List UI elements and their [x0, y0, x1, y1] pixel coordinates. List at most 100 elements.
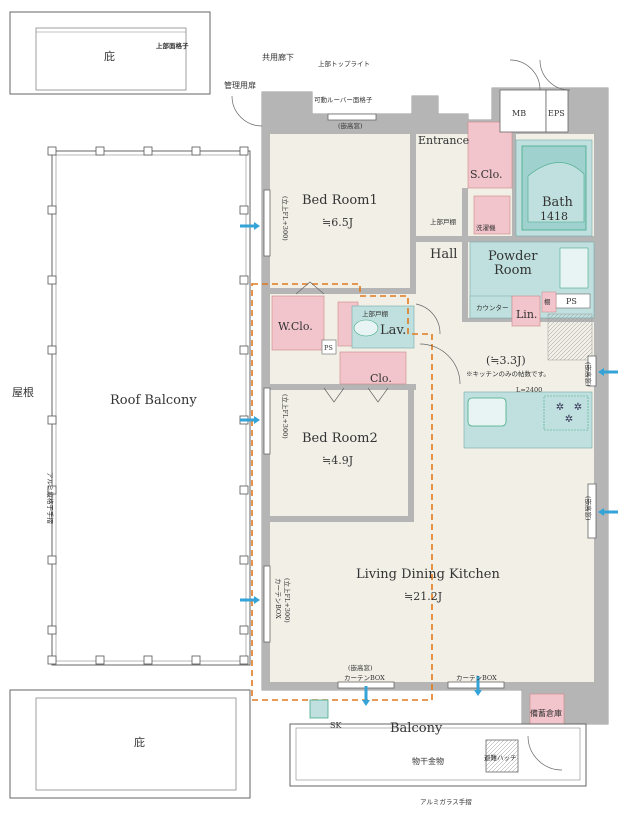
- label-admin-door: 管理用扉: [224, 80, 256, 90]
- windows: [263, 113, 597, 689]
- label-bath-size: 1418: [540, 210, 568, 223]
- label-stockpile: 備蓄倉庫: [530, 708, 562, 718]
- railing-post: [239, 205, 249, 215]
- roof-balcony-railing: [47, 146, 251, 666]
- label-entrance: Entrance: [418, 134, 469, 147]
- label-powder-room: Room: [494, 263, 532, 278]
- label-balcony: Balcony: [390, 721, 443, 736]
- escape-hatch: [485, 739, 519, 773]
- label-mb: MB: [512, 109, 526, 118]
- label-washer: 洗濯機: [476, 223, 496, 232]
- linen-closet: [511, 295, 541, 327]
- railing-post: [47, 555, 57, 565]
- label-roof: 屋根: [12, 385, 34, 399]
- railing-post: [143, 146, 153, 156]
- label-clerestory-right1: (嵌高窓): [584, 362, 593, 387]
- stove-icon: ✲ ✲ ✲: [543, 395, 589, 431]
- s-clo-room: [467, 121, 513, 189]
- label-counter: カウンター: [476, 303, 509, 312]
- label-ps1: PS: [566, 297, 577, 306]
- label-louver: 可動ルーバー面格子: [314, 95, 373, 104]
- railing-post: [191, 655, 201, 665]
- label-ps2: PS: [324, 344, 333, 352]
- label-clerestory-right2: (嵌高窓): [584, 496, 593, 521]
- label-l2400: L=2400: [516, 386, 542, 394]
- airflow-arrow-icon: [240, 596, 260, 604]
- label-eaves-top: 庇: [104, 49, 115, 63]
- ventilation-arrows: [240, 222, 618, 706]
- railing-post: [239, 146, 249, 156]
- railing-post: [239, 655, 249, 665]
- railing-post: [47, 146, 57, 156]
- label-bedroom1-window: (立上FL+300): [281, 196, 290, 241]
- label-kitchen-area: (≒3.3J): [486, 354, 526, 367]
- service-sink-icon: [309, 699, 329, 719]
- label-bedroom1-area: ≒6.5J: [322, 216, 353, 229]
- airflow-arrow-icon: [240, 222, 260, 230]
- eaves-bottom: [9, 689, 251, 799]
- label-top-light: 上部トップライト: [318, 59, 370, 68]
- washbasin-icon: [353, 319, 379, 337]
- airflow-arrow-icon: [598, 508, 618, 516]
- railing-post: [239, 345, 249, 355]
- railing-post: [239, 275, 249, 285]
- label-aluminum-glass: アルミガラス手摺: [420, 797, 472, 806]
- airflow-arrow-icon: [240, 416, 260, 424]
- railing-post: [95, 655, 105, 665]
- label-clerestory-bottom: (嵌高窓): [348, 663, 373, 672]
- label-aluminum-railing: アルミ縦格子手摺: [46, 472, 55, 524]
- doors: [231, 59, 571, 771]
- label-upper-cabinet1: 上部戸棚: [430, 217, 457, 226]
- label-curtain-box-right: カーテンBOX: [456, 674, 497, 682]
- label-bath: Bath: [542, 195, 574, 210]
- label-powder: Powder: [488, 249, 538, 264]
- label-kitchen-note: ※キッチンのみの帖数です。: [466, 369, 550, 378]
- railing-post: [47, 275, 57, 285]
- label-curtain-box-mid: カーテンBOX: [344, 674, 385, 682]
- railing-post: [95, 146, 105, 156]
- closet: [339, 351, 407, 385]
- airflow-arrow-icon: [598, 368, 618, 376]
- railing-post: [239, 555, 249, 565]
- label-s-clo: S.Clo.: [470, 168, 503, 181]
- label-escape-hatch: 避難ハッチ: [484, 753, 517, 762]
- railing-post: [47, 485, 57, 495]
- label-ldk-window: (立上FL+300): [283, 578, 292, 623]
- label-upper-cabinet2: 上部戸棚: [362, 309, 389, 318]
- railing-post: [47, 415, 57, 425]
- kitchen-sink-icon: [467, 397, 507, 427]
- svg-text:✲: ✲: [556, 402, 564, 413]
- label-eaves-bottom: 庇: [134, 735, 145, 749]
- walk-in-closet: [271, 295, 325, 351]
- label-clothes-hanger: 物干金物: [412, 756, 444, 766]
- railing-post: [239, 625, 249, 635]
- label-upper-grille: 上部面格子: [156, 41, 189, 50]
- svg-text:✲: ✲: [574, 402, 582, 413]
- label-lav: Lav.: [380, 323, 406, 338]
- railing-post: [143, 655, 153, 665]
- label-curtain-box-left: カーテンBOX: [274, 578, 282, 619]
- balcony-area: [289, 699, 587, 787]
- label-ldk: Living Dining Kitchen: [356, 567, 500, 582]
- label-hall: Hall: [430, 247, 457, 262]
- label-linen: Lin.: [516, 308, 537, 321]
- railing-post: [47, 655, 57, 665]
- label-eps: EPS: [548, 109, 565, 118]
- label-sk: SK: [330, 721, 342, 730]
- label-clo: Clo.: [370, 372, 392, 385]
- label-common-corridor: 共用廊下: [262, 52, 294, 62]
- railing-post: [191, 146, 201, 156]
- label-wclo: W.Clo.: [278, 320, 313, 333]
- powder-sink-icon: [559, 247, 589, 289]
- railing-post: [239, 485, 249, 495]
- label-bedroom1: Bed Room1: [302, 193, 378, 208]
- labels: 庇 上部面格子 共用廊下 上部トップライト 管理用扉 可動ルーバー面格子 (嵌高…: [12, 41, 593, 806]
- label-ldk-area: ≒21.2J: [404, 590, 442, 603]
- label-bedroom2-area: ≒4.9J: [322, 454, 353, 467]
- label-shelf: 棚: [544, 297, 551, 306]
- railing-post: [47, 625, 57, 635]
- railing-post: [47, 345, 57, 355]
- eaves-top: [9, 11, 211, 95]
